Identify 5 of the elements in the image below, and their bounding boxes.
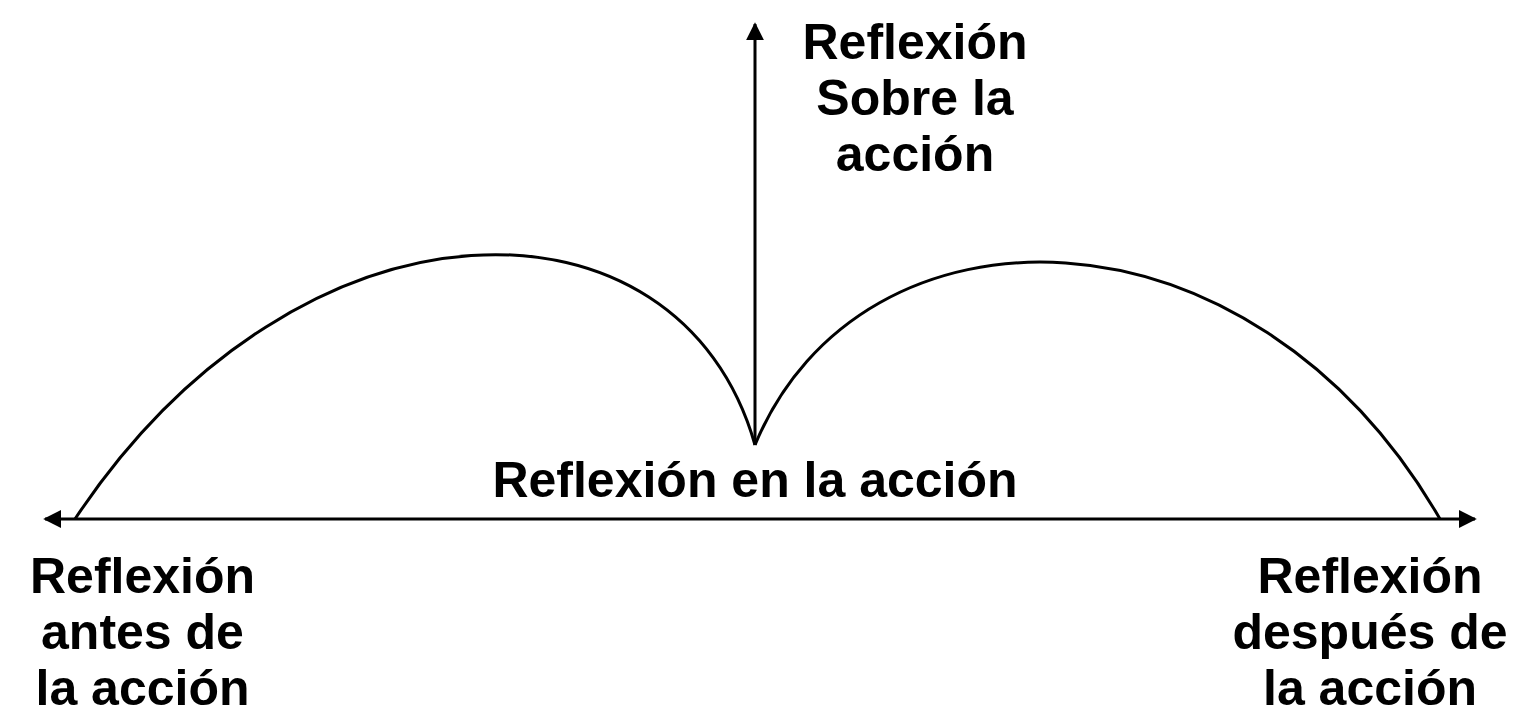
stage-label: Reflexión después de la acción: [1231, 548, 1509, 716]
arrow: [746, 22, 764, 445]
node-label: Reflexión en la acción: [420, 452, 1090, 508]
stage-label: Reflexión antes de la acción: [28, 548, 257, 716]
node-label: Reflexión Sobre la acción: [790, 14, 1040, 182]
